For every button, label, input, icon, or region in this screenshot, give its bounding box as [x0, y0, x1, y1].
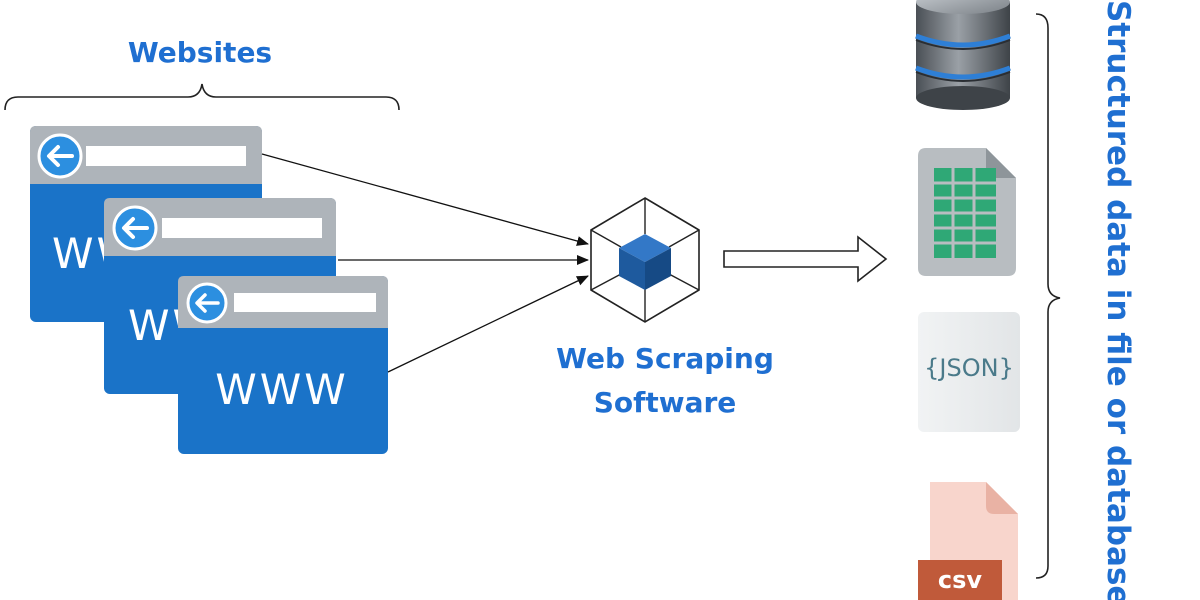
back-arrow-icon [112, 205, 158, 251]
software-label-line1: Web Scraping [556, 342, 774, 375]
address-bar [86, 146, 246, 166]
cube-icon [590, 197, 700, 323]
websites-label: Websites [128, 36, 272, 69]
database-icon [915, 0, 1011, 110]
software-label-line2: Software [594, 386, 737, 419]
outputs-bracket [1035, 13, 1061, 579]
back-arrow-icon [186, 282, 228, 324]
arrow-window-1-to-software [261, 153, 589, 246]
json-file-icon: {JSON} [918, 312, 1020, 432]
address-bar [234, 293, 376, 312]
json-label: {JSON} [924, 354, 1014, 382]
address-bar [162, 218, 322, 238]
websites-bracket [4, 83, 400, 111]
output-arrow [723, 235, 888, 283]
www-text: WWW [215, 365, 349, 414]
csv-label: csv [938, 566, 983, 594]
back-arrow-icon [37, 133, 83, 179]
structured-data-label: Structured data in file or database [1100, 0, 1136, 600]
arrow-window-3-to-software [387, 275, 589, 373]
spreadsheet-icon [918, 148, 1016, 276]
csv-file-icon: csv [918, 482, 1018, 600]
browser-window-3: WWW [178, 276, 388, 454]
